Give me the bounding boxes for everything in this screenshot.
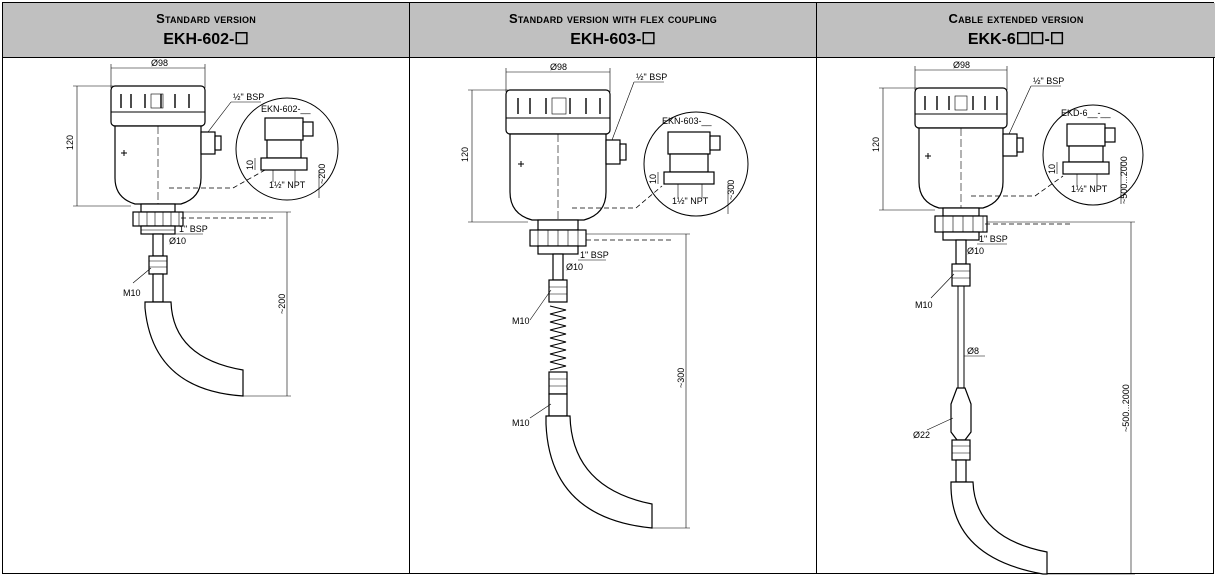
- label-half-bsp: ½" BSP: [233, 92, 264, 102]
- column-header: Cable extended version EKK-6☐☐-☐: [817, 3, 1215, 58]
- label-1-bsp: 1" BSP: [979, 234, 1008, 244]
- label-1-bsp: 1" BSP: [179, 224, 208, 234]
- label-weight-diameter: Ø22: [913, 430, 930, 440]
- dim-detail-length: ~300: [726, 180, 736, 200]
- dim-detail-10: 10: [1047, 164, 1057, 174]
- dim-detail-10: 10: [245, 160, 255, 170]
- model-code: EKK-6☐☐-☐: [967, 31, 1065, 48]
- column-standard-version: Standard version EKH-602-☐ Ø98 120: [3, 3, 410, 573]
- detail-label: EKN-602-__: [261, 104, 312, 114]
- dim-probe-length: ~300: [676, 368, 686, 388]
- label-thread: M10: [512, 316, 530, 326]
- dim-height: 120: [460, 147, 470, 162]
- dim-detail-length: ~500...2000: [1119, 156, 1129, 204]
- detail-npt: 1½" NPT: [1071, 184, 1108, 194]
- dim-height: 120: [871, 137, 881, 152]
- technical-drawing: Ø98 120 ½" BSP: [817, 58, 1215, 575]
- model-code: EKH-603-☐: [570, 31, 656, 48]
- label-1-bsp: 1" BSP: [580, 250, 609, 260]
- label-half-bsp: ½" BSP: [1033, 76, 1064, 86]
- dim-diameter: Ø98: [953, 60, 970, 70]
- dim-diameter: Ø98: [550, 62, 567, 72]
- flex-coupling-spring: [549, 305, 567, 371]
- column-title: Standard version: [156, 11, 256, 26]
- detail-npt: 1½" NPT: [672, 196, 709, 206]
- dim-diameter: Ø98: [151, 58, 168, 68]
- dim-detail-length: ~200: [317, 164, 327, 184]
- label-rod-diameter: Ø10: [169, 236, 186, 246]
- label-rod-diameter: Ø10: [566, 262, 583, 272]
- column-header: Standard version with flex coupling EKH-…: [410, 3, 816, 58]
- technical-drawing: Ø98 120: [3, 58, 409, 575]
- detail-label: EKD-6__-__: [1061, 108, 1112, 118]
- label-thread-2: M10: [512, 418, 530, 428]
- dim-detail-10: 10: [648, 174, 658, 184]
- column-flex-coupling-version: Standard version with flex coupling EKH-…: [410, 3, 817, 573]
- label-rod-diameter: Ø10: [967, 246, 984, 256]
- detail-npt: 1½" NPT: [269, 180, 306, 190]
- label-thread: M10: [915, 300, 933, 310]
- dim-probe-length: ~200: [277, 294, 287, 314]
- column-header: Standard version EKH-602-☐: [3, 3, 409, 58]
- head-ribs: [120, 93, 190, 109]
- label-thread: M10: [123, 288, 141, 298]
- model-code: EKH-602-☐: [163, 31, 249, 48]
- dim-probe-length: ~500...2000: [1121, 384, 1131, 432]
- dim-height: 120: [65, 135, 75, 150]
- label-cable-diameter: Ø8: [967, 346, 979, 356]
- technical-drawing: Ø98 120 ½" BSP: [410, 58, 816, 575]
- column-cable-extended-version: Cable extended version EKK-6☐☐-☐ Ø98 120: [817, 3, 1215, 575]
- column-title: Cable extended version: [948, 11, 1084, 26]
- column-title: Standard version with flex coupling: [509, 11, 717, 26]
- detail-label: EKN-603-__: [662, 116, 713, 126]
- label-half-bsp: ½" BSP: [636, 72, 667, 82]
